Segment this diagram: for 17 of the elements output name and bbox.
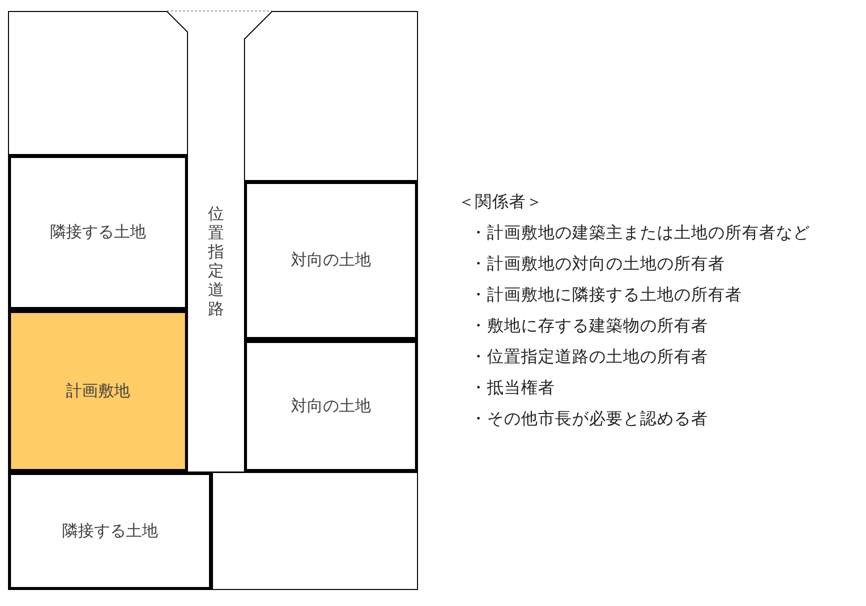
land-parcel	[8, 11, 188, 155]
land-parcel	[212, 472, 418, 590]
list-item: ・位置指定道路の土地の所有者	[470, 346, 708, 368]
list-item: ・計画敷地に隣接する土地の所有者	[470, 284, 742, 306]
list-item: ・敷地に存する建築物の所有者	[470, 315, 708, 337]
land-parcel: 隣接する土地	[8, 472, 212, 590]
list-item: ・抵当権者	[470, 377, 555, 399]
land-parcel: 計画敷地	[8, 310, 188, 472]
road-label: 位置指定道路	[208, 204, 225, 318]
list-item: ・その他市長が必要と認める者	[470, 408, 708, 430]
land-parcel: 対向の土地	[244, 340, 418, 472]
land-parcel: 対向の土地	[244, 181, 418, 340]
land-parcel	[244, 11, 418, 181]
list-item: ・計画敷地の建築主または土地の所有者など	[470, 222, 810, 244]
list-item: ・計画敷地の対向の土地の所有者	[470, 253, 725, 275]
land-parcel: 隣接する土地	[8, 155, 188, 310]
list-heading: ＜関係者＞	[458, 191, 543, 213]
